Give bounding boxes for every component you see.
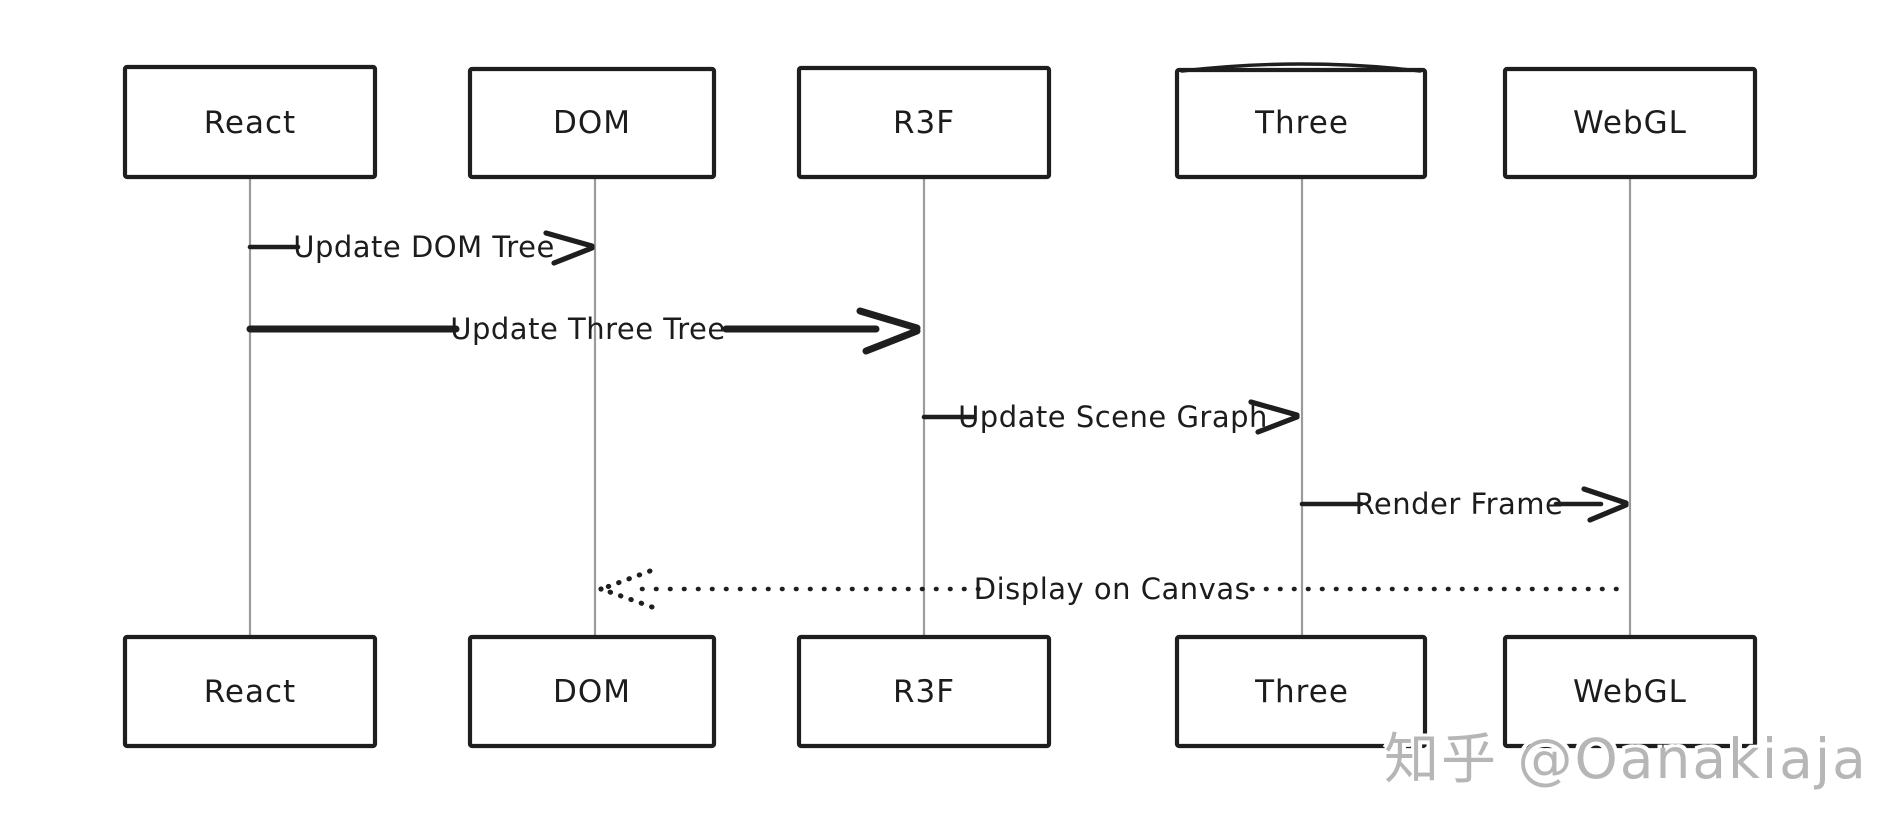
arrow-right-icon [856,307,921,355]
actor-dom-top-label: DOM [553,105,631,141]
message-label: Render Frame [1355,487,1564,521]
actor-dom-bottom-box [467,634,717,749]
message-display-on-canvas: Display on Canvas [598,568,1633,610]
actor-react-top: React [122,64,378,180]
actor-r3f-bottom-label: R3F [893,674,955,710]
actor-r3f-top-box [796,65,1052,180]
arrow-right-icon [543,230,595,266]
actor-webgl-top-box [1502,66,1758,180]
message-render-frame: Render Frame [1299,486,1629,523]
actor-webgl-bottom-label: WebGL [1573,674,1687,710]
actor-three-top: Three [1174,62,1428,180]
message-update-three-tree: Update Three Tree [246,307,921,355]
actor-react-bottom: React [122,634,378,749]
actor-react-bottom-box [122,634,378,749]
message-label: Display on Canvas [974,572,1250,606]
message-label: Update Scene Graph [958,400,1268,434]
actor-r3f-bottom: R3F [796,634,1052,749]
actor-webgl-top: WebGL [1502,66,1758,180]
actor-react-top-box [122,64,378,180]
actor-react-top-label: React [204,105,296,141]
actor-three-top-box [1174,67,1428,180]
actor-dom-bottom-label: DOM [553,674,631,710]
message-label: Update DOM Tree [293,230,555,264]
arrow-right-icon [1581,486,1629,523]
actor-three-bottom: Three [1174,634,1428,749]
actor-three-top-label: Three [1254,105,1349,141]
actor-r3f-top-label: R3F [893,105,955,141]
actor-r3f-top: R3F [796,65,1052,180]
actor-dom-top-box [467,66,717,180]
message-label: Update Three Tree [450,312,725,346]
watermark: 知乎 @Oanakiaja [1384,727,1868,791]
actor-dom-top: DOM [467,66,717,180]
actor-three-bottom-label: Three [1254,674,1349,710]
actor-r3f-bottom-box [796,634,1052,749]
arrow-right-icon [1248,399,1300,435]
actor-three-top-sketch-stroke [1180,62,1422,73]
actor-react-bottom-label: React [204,674,296,710]
actor-dom-bottom: DOM [467,634,717,749]
message-update-scene-graph: Update Scene Graph [921,399,1300,435]
actor-three-bottom-box [1174,634,1428,749]
actor-webgl-bottom: WebGL [1502,634,1758,749]
arrow-tip-dot [598,586,604,592]
actor-webgl-bottom-box [1502,634,1758,749]
actor-webgl-top-label: WebGL [1573,105,1687,141]
message-update-dom-tree: Update DOM Tree [247,230,595,266]
arrow-left-dotted-icon [604,568,655,610]
